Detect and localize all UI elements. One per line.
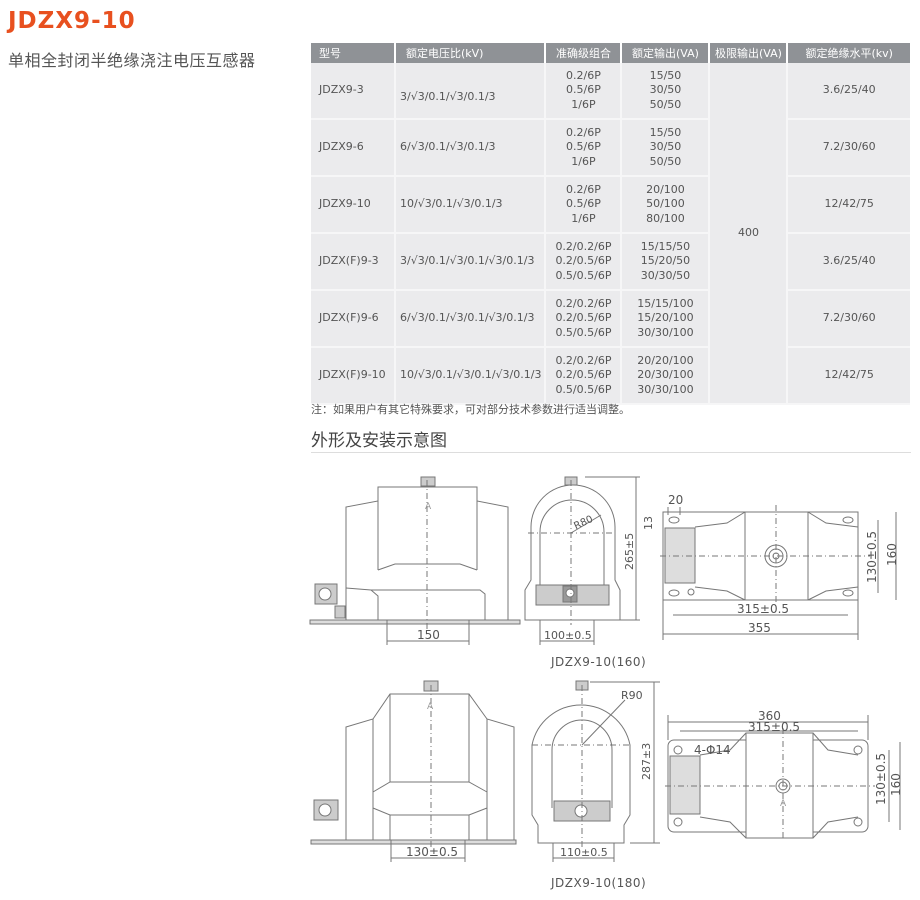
cell-insulation: 7.2/30/60 [787,119,910,177]
svg-text:R90: R90 [621,689,643,702]
svg-text:4-Φ14: 4-Φ14 [694,743,731,757]
cell-ratio: 3/√3/0.1/√3/0.1/√3/0.1/3 [395,233,547,291]
col-ratio: 额定电压比(kV) [395,43,547,63]
svg-text:315±0.5: 315±0.5 [748,720,800,734]
svg-text:315±0.5: 315±0.5 [737,602,789,616]
side-view-180: R90 110±0.5 287±3 [531,680,660,862]
cell-model: JDZX(F)9-10 [311,347,396,405]
dimension-drawings: 150 A R80 100±0.5 265±5 13 3 [309,476,903,862]
product-title: JDZX9-10 [8,8,136,34]
table-row: JDZX(F)9-6 6/√3/0.1/√3/0.1/√3/0.1/3 0.2/… [311,290,910,348]
table-row: JDZX(F)9-3 3/√3/0.1/√3/0.1/√3/0.1/3 0.2/… [311,233,910,291]
table-row: JDZX(F)9-10 10/√3/0.1/√3/0.1/√3/0.1/3 0.… [311,347,910,405]
svg-text:265±5: 265±5 [623,533,636,570]
product-subtitle: 单相全封闭半绝缘浇注电压互感器 [8,51,256,70]
cell-ratio: 3/√3/0.1/√3/0.1/3 [395,63,547,120]
svg-text:R80: R80 [572,514,594,532]
svg-text:130±0.5: 130±0.5 [865,531,879,583]
section-title: 外形及安装示意图 [311,431,447,451]
svg-text:287±3: 287±3 [640,743,653,780]
spec-table-header: 型号 额定电压比(kV) 准确级组合 额定输出(VA) 极限输出(VA) 额定绝… [311,43,910,63]
svg-text:13: 13 [642,516,655,530]
cell-limit-output: 400 [709,63,789,405]
svg-text:20: 20 [668,493,683,507]
spec-table: 型号 额定电压比(kV) 准确级组合 额定输出(VA) 极限输出(VA) 额定绝… [311,43,910,405]
side-view-160: R80 100±0.5 265±5 13 [524,476,655,645]
svg-text:130±0.5: 130±0.5 [874,753,888,805]
svg-text:150: 150 [417,628,440,642]
cell-ratio: 10/√3/0.1/√3/0.1/3 [395,176,547,234]
footnote: 注：如果用户有其它特殊要求，可对部分技术参数进行适当调整。 [311,403,630,416]
cell-insulation: 7.2/30/60 [787,290,910,348]
cell-insulation: 3.6/25/40 [787,233,910,291]
cell-model: JDZX9-3 [311,63,396,120]
col-output: 额定输出(VA) [621,43,711,63]
cell-model: JDZX9-6 [311,119,396,177]
col-insulation: 额定绝缘水平(kv) [787,43,910,63]
cell-insulation: 12/42/75 [787,176,910,234]
front-view-180: 130±0.5 A [310,680,517,862]
cell-model: JDZX(F)9-6 [311,290,396,348]
svg-text:100±0.5: 100±0.5 [544,629,592,642]
cell-ratio: 6/√3/0.1/√3/0.1/√3/0.1/3 [395,290,547,348]
svg-text:A: A [780,799,787,809]
cell-ratio: 10/√3/0.1/√3/0.1/√3/0.1/3 [395,347,547,405]
svg-text:160: 160 [885,543,899,566]
top-view-160: 315±0.5 355 20 130±0.5 160 [660,493,899,640]
front-view-160: 150 A [309,476,521,645]
drawing-caption-180: JDZX9-10(180) [551,876,647,890]
cell-model: JDZX(F)9-3 [311,233,396,291]
section-divider [311,452,911,453]
cell-model: JDZX9-10 [311,176,396,234]
cell-insulation: 3.6/25/40 [787,63,910,120]
svg-text:A: A [427,702,434,712]
svg-text:A: A [425,502,432,512]
svg-text:110±0.5: 110±0.5 [560,846,608,859]
cell-insulation: 12/42/75 [787,347,910,405]
svg-text:360: 360 [758,709,781,723]
col-accuracy: 准确级组合 [545,43,623,63]
svg-text:160: 160 [889,773,903,796]
col-limit-output: 极限输出(VA) [709,43,789,63]
svg-text:355: 355 [748,621,771,635]
col-model: 型号 [311,43,396,63]
cell-ratio: 6/√3/0.1/√3/0.1/3 [395,119,547,177]
svg-text:130±0.5: 130±0.5 [406,845,458,859]
top-view-180: A 360 315±0.5 4-Φ14 130±0.5 160 [665,709,903,840]
drawing-caption-160: JDZX9-10(160) [551,655,647,669]
